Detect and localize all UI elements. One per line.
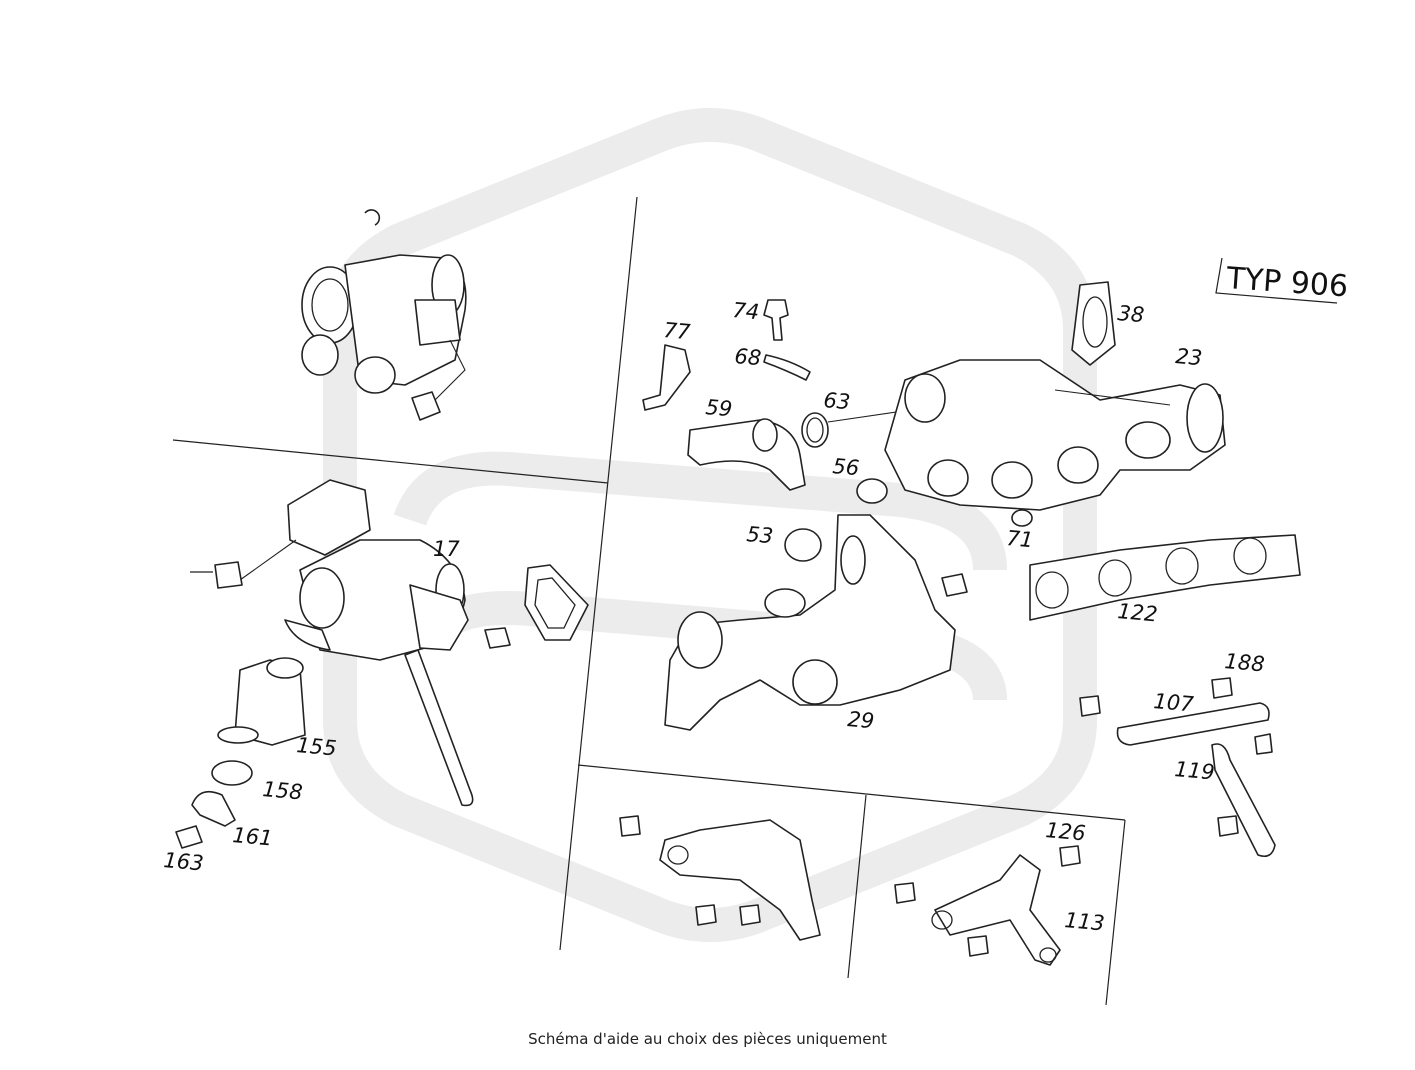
- callout-71: 71: [1006, 526, 1035, 552]
- model-label-text: TYP 906: [1224, 261, 1349, 304]
- section-dividers: [172, 196, 1126, 1006]
- turbocharger-29: [664, 514, 968, 731]
- turbocharger-23: [884, 359, 1226, 527]
- callout-74: 74: [732, 298, 761, 324]
- callout-119: 119: [1174, 757, 1216, 784]
- brackets-107-119: [1079, 677, 1276, 858]
- footer-caption: Schéma d'aide au choix des pièces unique…: [528, 1030, 887, 1048]
- callout-17: 17: [433, 537, 460, 561]
- callout-63: 63: [823, 388, 852, 414]
- bracket-bottom-middle: [619, 815, 821, 941]
- callout-56: 56: [832, 454, 861, 480]
- callout-38: 38: [1117, 301, 1146, 327]
- callout-158: 158: [262, 777, 304, 804]
- callout-122: 122: [1117, 599, 1159, 626]
- callout-155: 155: [296, 733, 338, 760]
- callout-163: 163: [163, 848, 205, 875]
- turbocharger-17: [190, 479, 511, 807]
- gasket-17: [524, 564, 589, 641]
- callout-labels: 17 155 158 161 163 77 74 68 59 63 56 53 …: [163, 298, 1266, 935]
- bracket-113: [894, 845, 1081, 966]
- callout-53: 53: [746, 522, 775, 548]
- gasket-38: [1071, 281, 1116, 366]
- model-label: TYP 906: [1215, 257, 1349, 304]
- callout-23: 23: [1175, 344, 1204, 370]
- left-small-parts: [175, 657, 306, 849]
- callout-68: 68: [734, 344, 763, 370]
- callout-29: 29: [847, 707, 876, 733]
- callout-126: 126: [1045, 818, 1087, 845]
- callout-59: 59: [705, 395, 734, 421]
- pipe-59-seals: [687, 409, 911, 504]
- callout-77: 77: [663, 318, 692, 344]
- callout-107: 107: [1153, 689, 1196, 716]
- gasket-122: [1029, 534, 1301, 621]
- callout-113: 113: [1064, 908, 1106, 935]
- turbocharger-top-left: [301, 209, 467, 421]
- callout-188: 188: [1224, 649, 1266, 676]
- callout-161: 161: [232, 823, 274, 850]
- parts-77-74-68: [642, 299, 811, 411]
- watermark-logo: [323, 108, 1097, 942]
